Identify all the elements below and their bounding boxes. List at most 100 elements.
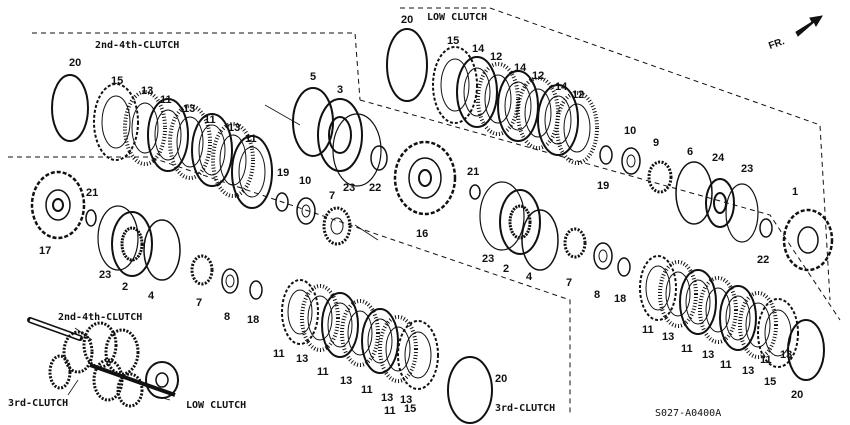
- callout: 22: [757, 254, 769, 266]
- inset-label-low: LOW CLUTCH: [186, 400, 246, 411]
- piston-2: [111, 211, 153, 277]
- o-ring-22: [759, 218, 773, 238]
- callout: 11: [384, 405, 396, 417]
- o-ring-23: [97, 205, 139, 271]
- callout: 13: [381, 392, 393, 404]
- plate-15: [432, 46, 478, 124]
- disc-13b: [340, 299, 380, 367]
- plate-11b: [679, 269, 717, 335]
- return-spring-7: [563, 227, 587, 259]
- callout: 11: [760, 354, 772, 366]
- spring-retainer-10: [621, 147, 641, 175]
- o-ring-22: [370, 145, 388, 171]
- clutch-pack-low: [386, 28, 599, 165]
- snap-ring-18: [249, 280, 263, 300]
- disc-13b: [698, 276, 738, 344]
- callout: 20: [495, 373, 507, 385]
- return-spring-9: [647, 160, 673, 194]
- callout: 13: [400, 394, 412, 406]
- snap-ring-20: [386, 28, 428, 102]
- callout: 2: [503, 263, 509, 275]
- clutch-drum-1: [782, 208, 834, 272]
- disc-13c: [738, 291, 778, 359]
- callout: 18: [614, 293, 626, 305]
- clutch-pack-3rd: [281, 279, 493, 424]
- callout: 13: [662, 331, 674, 343]
- callouts-upper-right: 20 15 14 12 14 12 14 12: [401, 14, 584, 101]
- disc-13a: [123, 90, 167, 166]
- callout: 2: [122, 281, 128, 293]
- plate-11c: [231, 135, 273, 209]
- clutch-pack-2nd-4th: [51, 74, 273, 209]
- callout: 13: [141, 85, 153, 97]
- callout: 6: [687, 146, 693, 158]
- thrust-washer-21: [85, 209, 97, 227]
- callouts-center-right: 21 16 23 2 4 7 8 18 10 19 9 6 24 23 1 22: [416, 125, 798, 305]
- callout: 7: [329, 190, 335, 202]
- callout: 14: [472, 43, 485, 55]
- inset-assembly: [27, 317, 179, 408]
- title-2nd-4th-clutch: 2nd-4th-CLUTCH: [95, 40, 179, 51]
- callout: 21: [467, 166, 479, 178]
- piston-24: [705, 178, 735, 228]
- disc-12c: [555, 91, 599, 165]
- piston-2: [499, 189, 541, 255]
- fr-arrow-icon: [795, 15, 823, 37]
- callout: 15: [111, 75, 123, 87]
- axis-lines: [264, 104, 379, 241]
- callout: 11: [245, 133, 257, 145]
- snap-ring-18: [617, 257, 631, 277]
- callouts-bottom-right: 11 13 11 13 11 13 11 13 15 20: [642, 324, 803, 401]
- callout: 12: [532, 70, 544, 82]
- o-ring-19: [275, 192, 289, 212]
- snap-ring-20: [447, 356, 493, 424]
- snap-ring-20: [787, 319, 825, 381]
- callouts-bottom-center: 11 13 11 13 11 13 11 13 15 20: [273, 348, 507, 417]
- callout: 24: [712, 152, 725, 164]
- o-ring-23: [725, 183, 759, 243]
- callout: 23: [482, 253, 494, 265]
- callout: 14: [514, 62, 527, 74]
- snap-ring-20: [51, 74, 89, 142]
- callout: 16: [416, 228, 428, 240]
- callout: 5: [310, 71, 316, 83]
- callout: 15: [404, 403, 416, 415]
- callout: 13: [296, 353, 308, 365]
- o-ring-6: [675, 161, 713, 225]
- plate-11a: [639, 255, 677, 321]
- callout: 3: [337, 84, 343, 96]
- callout: 12: [490, 51, 502, 63]
- callout: 19: [277, 167, 289, 179]
- callout: 13: [780, 349, 792, 361]
- title-low-clutch: LOW CLUTCH: [427, 12, 487, 23]
- callout: 11: [273, 348, 285, 360]
- callout: 11: [681, 343, 693, 355]
- plate-11a: [147, 98, 189, 172]
- callout: 7: [196, 297, 202, 309]
- callout: 11: [720, 359, 732, 371]
- callout: 21: [86, 187, 98, 199]
- inset-label-3rd: 3rd-CLUTCH: [8, 398, 68, 409]
- callout: 15: [447, 35, 459, 47]
- callout: 10: [299, 175, 311, 187]
- plate-14b: [497, 70, 539, 142]
- plate-11c: [719, 285, 757, 351]
- callout: 23: [99, 269, 111, 281]
- callout: 18: [247, 314, 259, 326]
- callout: 13: [340, 375, 352, 387]
- callout: 20: [69, 57, 81, 69]
- center-top-parts: [275, 87, 388, 246]
- disc-12a: [476, 62, 520, 136]
- callout: 19: [597, 180, 609, 192]
- clutch-drum-16: [393, 140, 457, 216]
- disc-13a: [658, 260, 698, 328]
- center-right-parts: [393, 140, 834, 277]
- plate-11b: [191, 113, 233, 187]
- callouts-center-top: 5 3 19 10 7 23 22: [277, 71, 381, 202]
- inset-gear-stack: [48, 321, 179, 408]
- callout: 4: [526, 271, 533, 283]
- spring-retainer-10: [296, 197, 316, 225]
- callout: 22: [369, 182, 381, 194]
- o-ring-5: [292, 87, 334, 157]
